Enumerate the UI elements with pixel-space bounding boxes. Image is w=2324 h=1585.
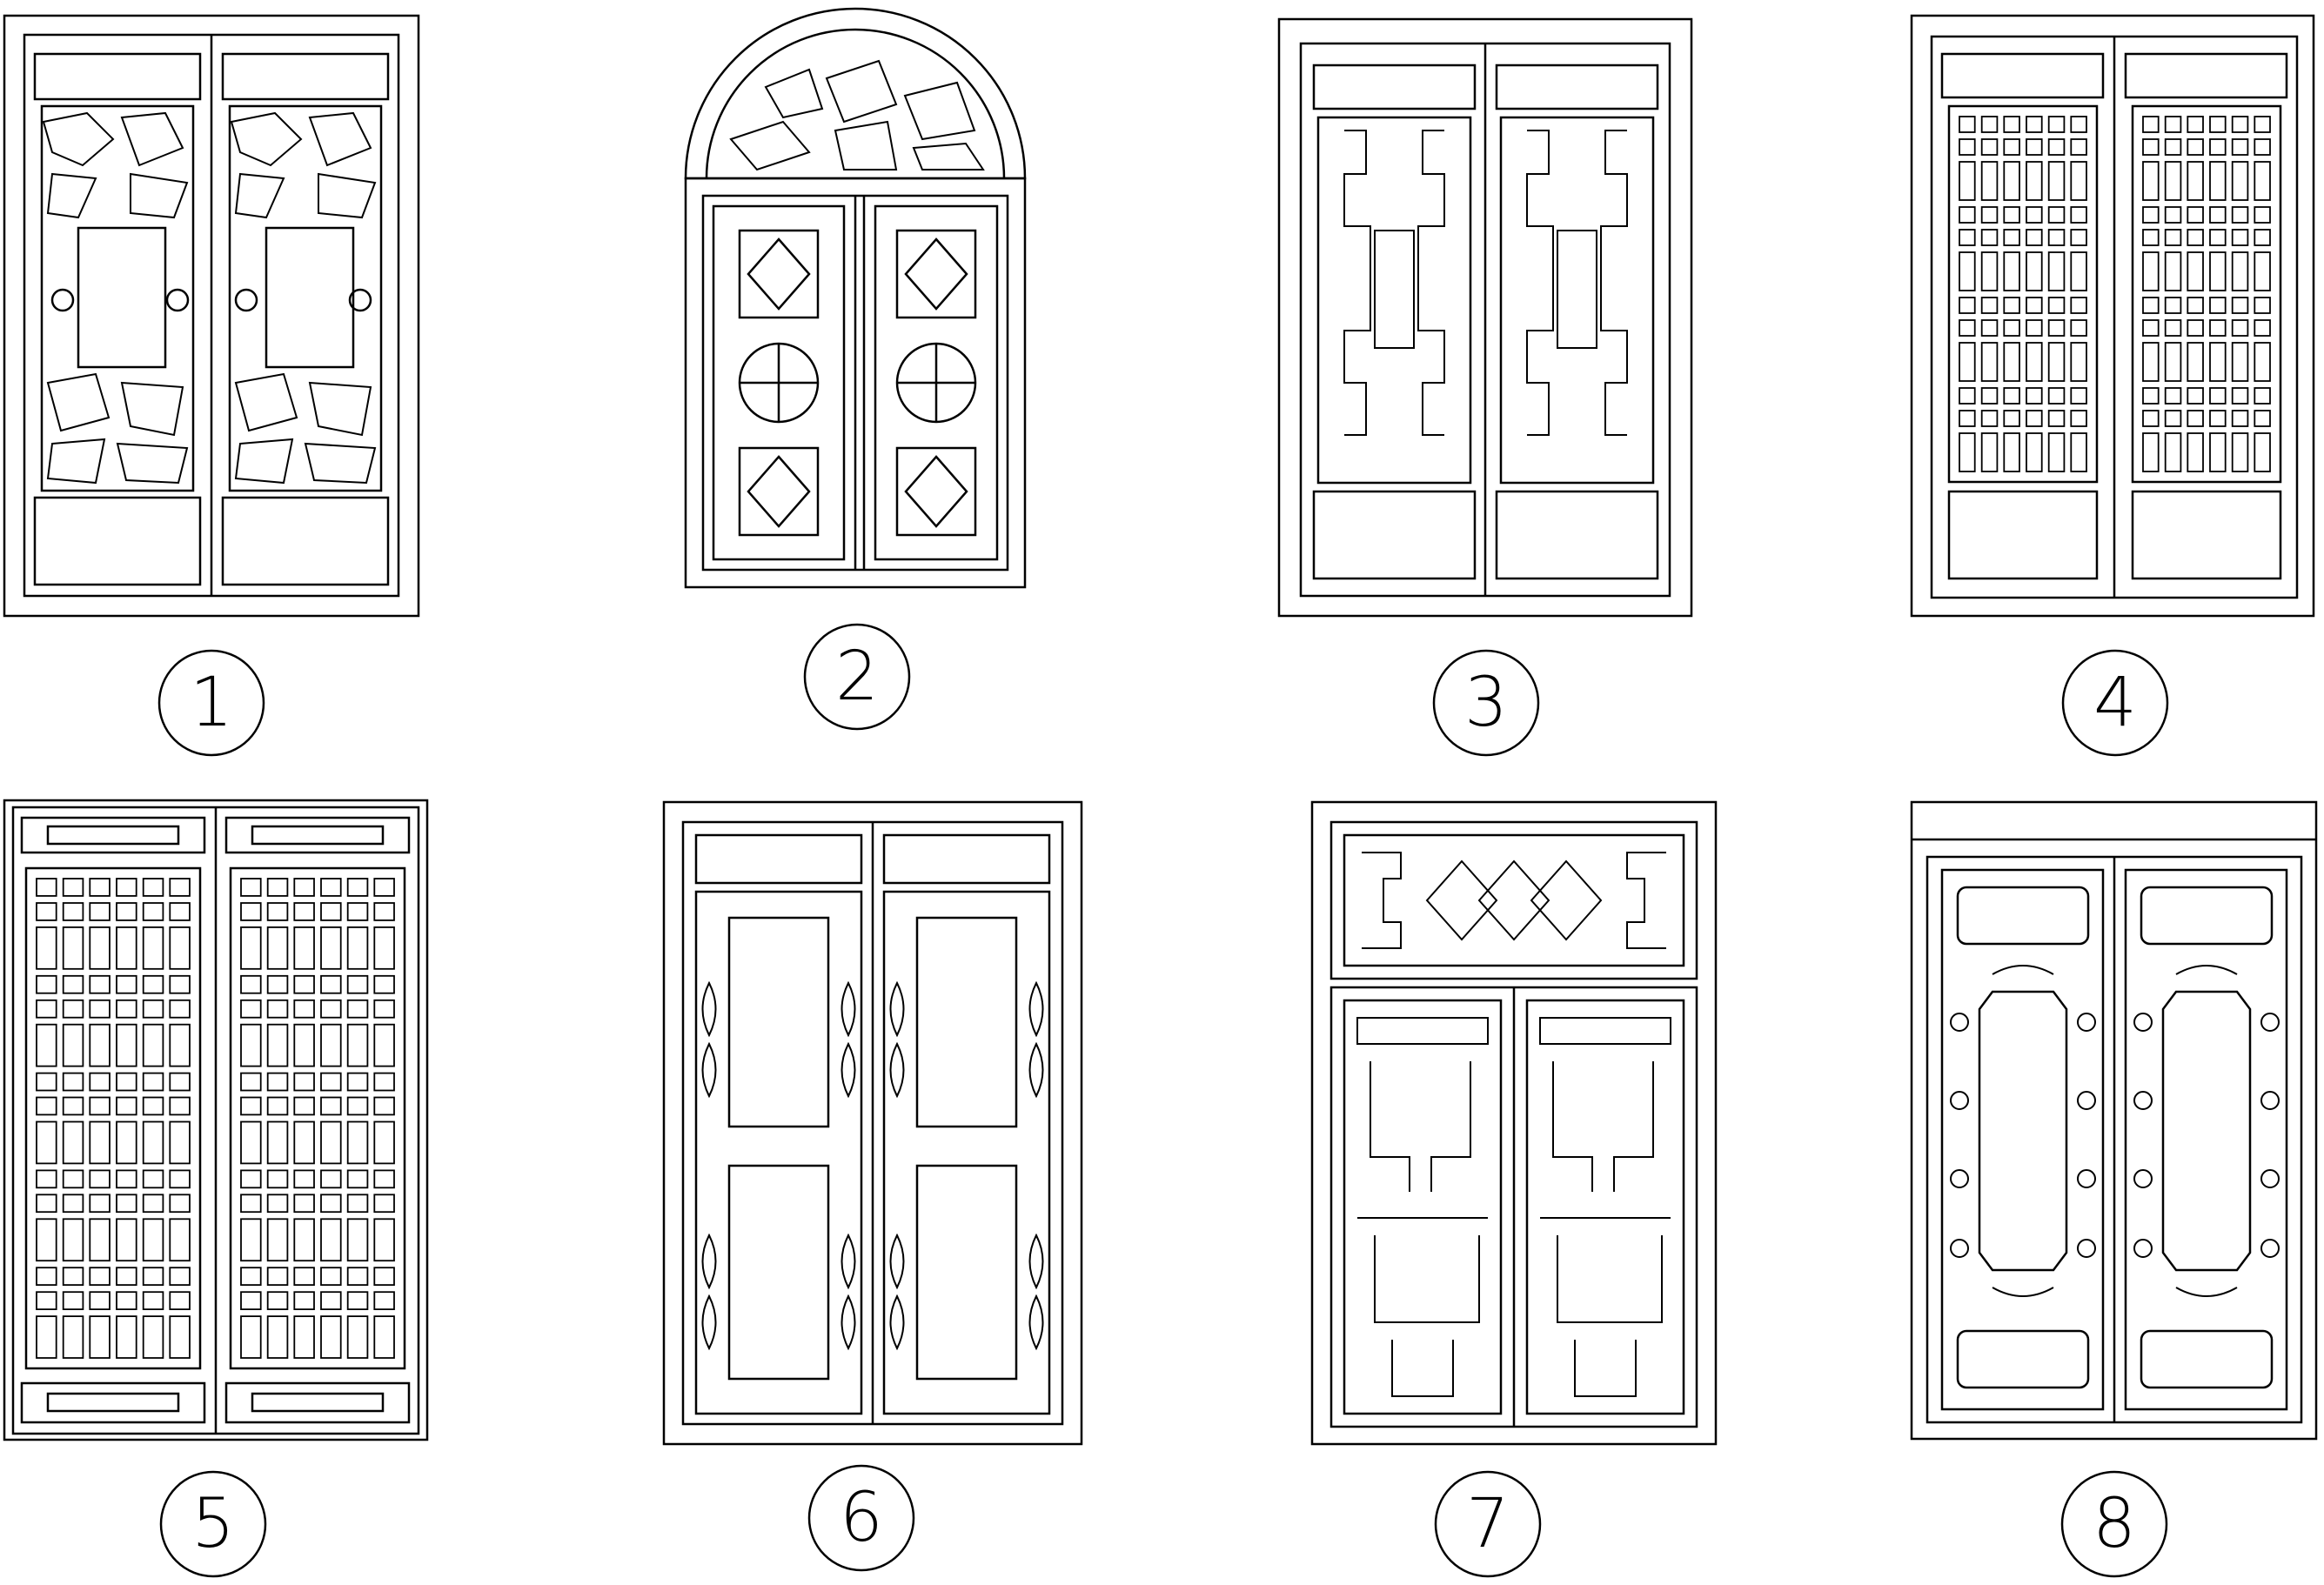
door-6-number: 6: [840, 1479, 883, 1557]
door-4-number: 4: [2093, 664, 2137, 742]
door-1-number: 1: [190, 664, 233, 742]
door-1-elevation: [3, 14, 420, 618]
door-2-diamonds: [738, 229, 977, 537]
door-2-number: 2: [835, 638, 879, 716]
door-2-elevation: [684, 7, 1027, 589]
door-3-number: 3: [1464, 664, 1508, 742]
door-2-fanlight-lattice: [729, 59, 985, 171]
door-1-handles: [50, 288, 372, 312]
door-1-number-badge: 1: [157, 649, 265, 757]
door-8-elevation: [1910, 800, 2318, 1441]
door-5-number-badge: 5: [159, 1470, 267, 1578]
door-5-elevation: [3, 799, 429, 1441]
door-5-number: 5: [191, 1485, 235, 1563]
door-8-number-badge: 8: [2060, 1470, 2168, 1578]
door-6-number-badge: 6: [807, 1464, 915, 1572]
door-7-fret-pattern: [1356, 1017, 1671, 1397]
door-6-carved-ornaments: [701, 980, 1044, 1351]
door-3-number-badge: 3: [1432, 649, 1540, 757]
door-4-grid-lattice: [1959, 116, 2271, 472]
door-2-number-badge: 2: [803, 623, 911, 731]
door-4-elevation: [1910, 14, 2315, 618]
door-1-lattice: [42, 111, 377, 485]
door-3-fret-pattern: [1343, 130, 1628, 436]
door-3-elevation: [1277, 17, 1693, 618]
door-8-number: 8: [2093, 1485, 2136, 1563]
door-8-scroll-ornaments: [1950, 965, 2280, 1297]
door-5-grid-lattice: [36, 878, 395, 1359]
door-7-number: 7: [1466, 1485, 1510, 1563]
door-7-number-badge: 7: [1434, 1470, 1542, 1578]
door-7-elevation: [1310, 800, 1718, 1446]
door-7-transom-lattice: [1362, 852, 1666, 949]
door-4-number-badge: 4: [2061, 649, 2169, 757]
door-6-elevation: [662, 800, 1083, 1446]
